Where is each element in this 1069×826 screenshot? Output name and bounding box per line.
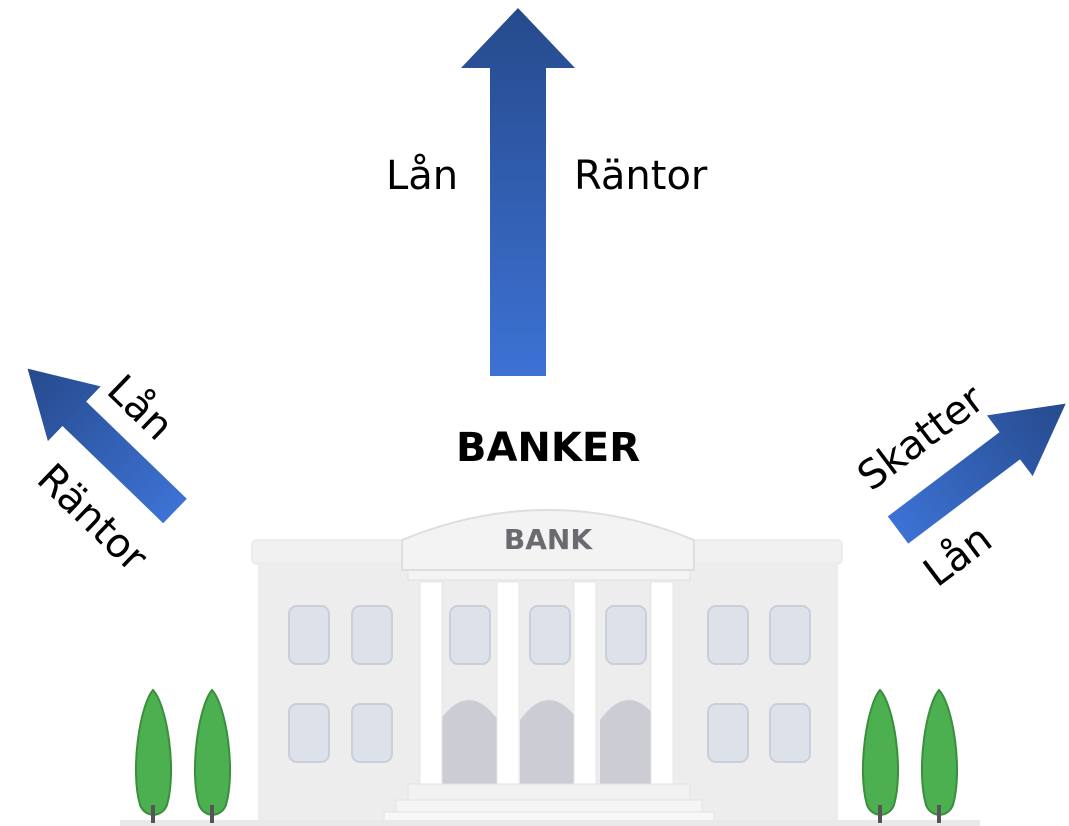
trees [134,688,958,823]
tree-icon [920,688,958,823]
up-arrow-left-label: Lån [386,153,459,199]
tree-icon [861,688,899,823]
arrow-right-diagonal [887,403,1066,544]
up-arrow-right-label: Räntor [574,153,708,199]
arrow-left-diagonal [27,368,187,524]
diagram-title: BANKER [455,425,641,471]
bank-sign-text: BANK [504,523,593,556]
bank-building: BANK [120,509,980,826]
arrow-up [461,8,575,376]
tree-icon [134,688,172,823]
tree-icon [193,688,231,823]
